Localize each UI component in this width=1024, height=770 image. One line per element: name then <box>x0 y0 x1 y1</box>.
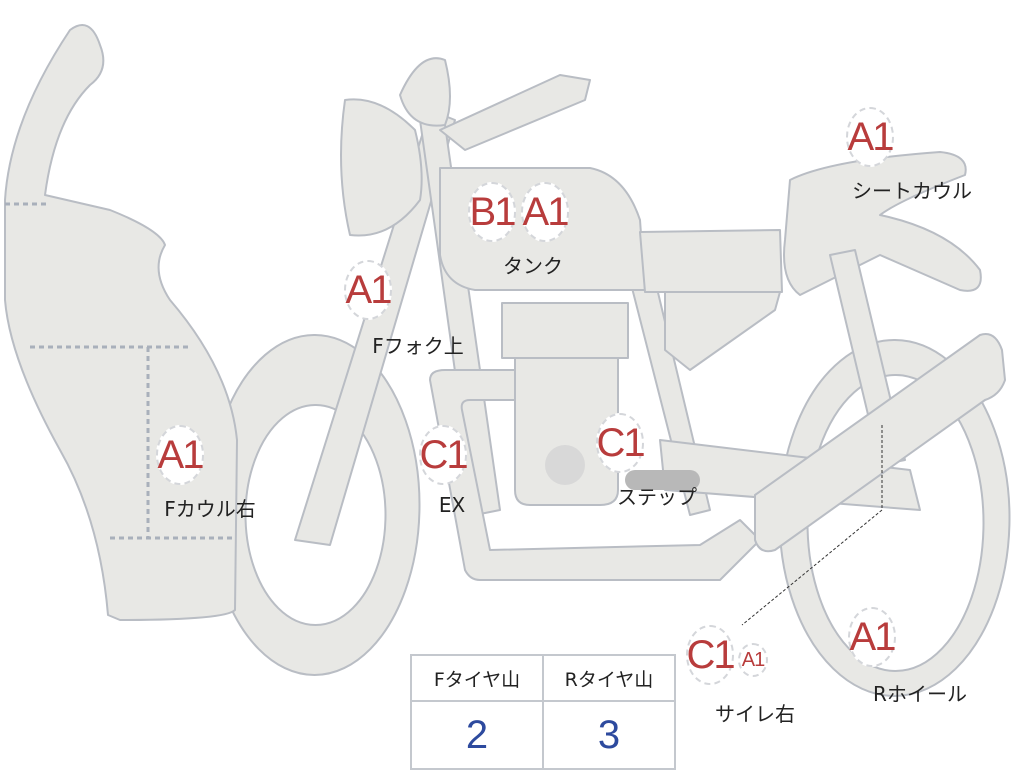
part-label-front-fork: Fフォク上 <box>372 334 464 358</box>
engine-top <box>501 302 629 359</box>
part-label-front-cowl: Fカウル右 <box>164 497 256 521</box>
part-label-exhaust: EX <box>438 493 466 517</box>
tire-tread-table: Fタイヤ山 Rタイヤ山 2 3 <box>410 654 676 770</box>
grade-badge-silencer-c1: C1 <box>686 625 736 685</box>
frame <box>429 369 761 581</box>
grade-badge-silencer-a1: A1 <box>738 643 768 677</box>
part-label-step: ステップ <box>617 485 697 509</box>
seat-cowl <box>783 151 982 296</box>
header-rear-tire: Rタイヤ山 <box>542 654 676 702</box>
headlight <box>340 98 423 237</box>
grade-badge-step: C1 <box>596 413 646 473</box>
part-label-silencer: サイレ右 <box>715 702 795 726</box>
side-cover <box>664 291 781 371</box>
value-rear-tire: 3 <box>542 700 676 770</box>
engine <box>514 357 619 506</box>
seat <box>639 229 783 293</box>
mirror <box>399 57 451 127</box>
silencer <box>754 333 1006 553</box>
grade-badge-exhaust: C1 <box>419 425 469 485</box>
grade-badge-front-fork: A1 <box>344 260 392 320</box>
grade-badge-front-cowl: A1 <box>156 425 204 485</box>
grade-badge-seat-cowl: A1 <box>846 107 894 167</box>
grade-badge-tank-b1: B1 <box>468 182 516 242</box>
part-label-rear-wheel: Rホイール <box>873 682 967 706</box>
value-front-tire: 2 <box>410 700 544 770</box>
grade-badge-tank-a1: A1 <box>521 182 569 242</box>
grade-badge-rear-wheel: A1 <box>848 607 896 667</box>
header-front-tire: Fタイヤ山 <box>410 654 544 702</box>
front-cowl <box>4 24 238 621</box>
rear-wheel <box>778 339 1011 697</box>
part-label-seat-cowl: シートカウル <box>852 179 972 203</box>
part-label-tank: タンク <box>503 254 563 278</box>
handlebar <box>439 74 591 151</box>
